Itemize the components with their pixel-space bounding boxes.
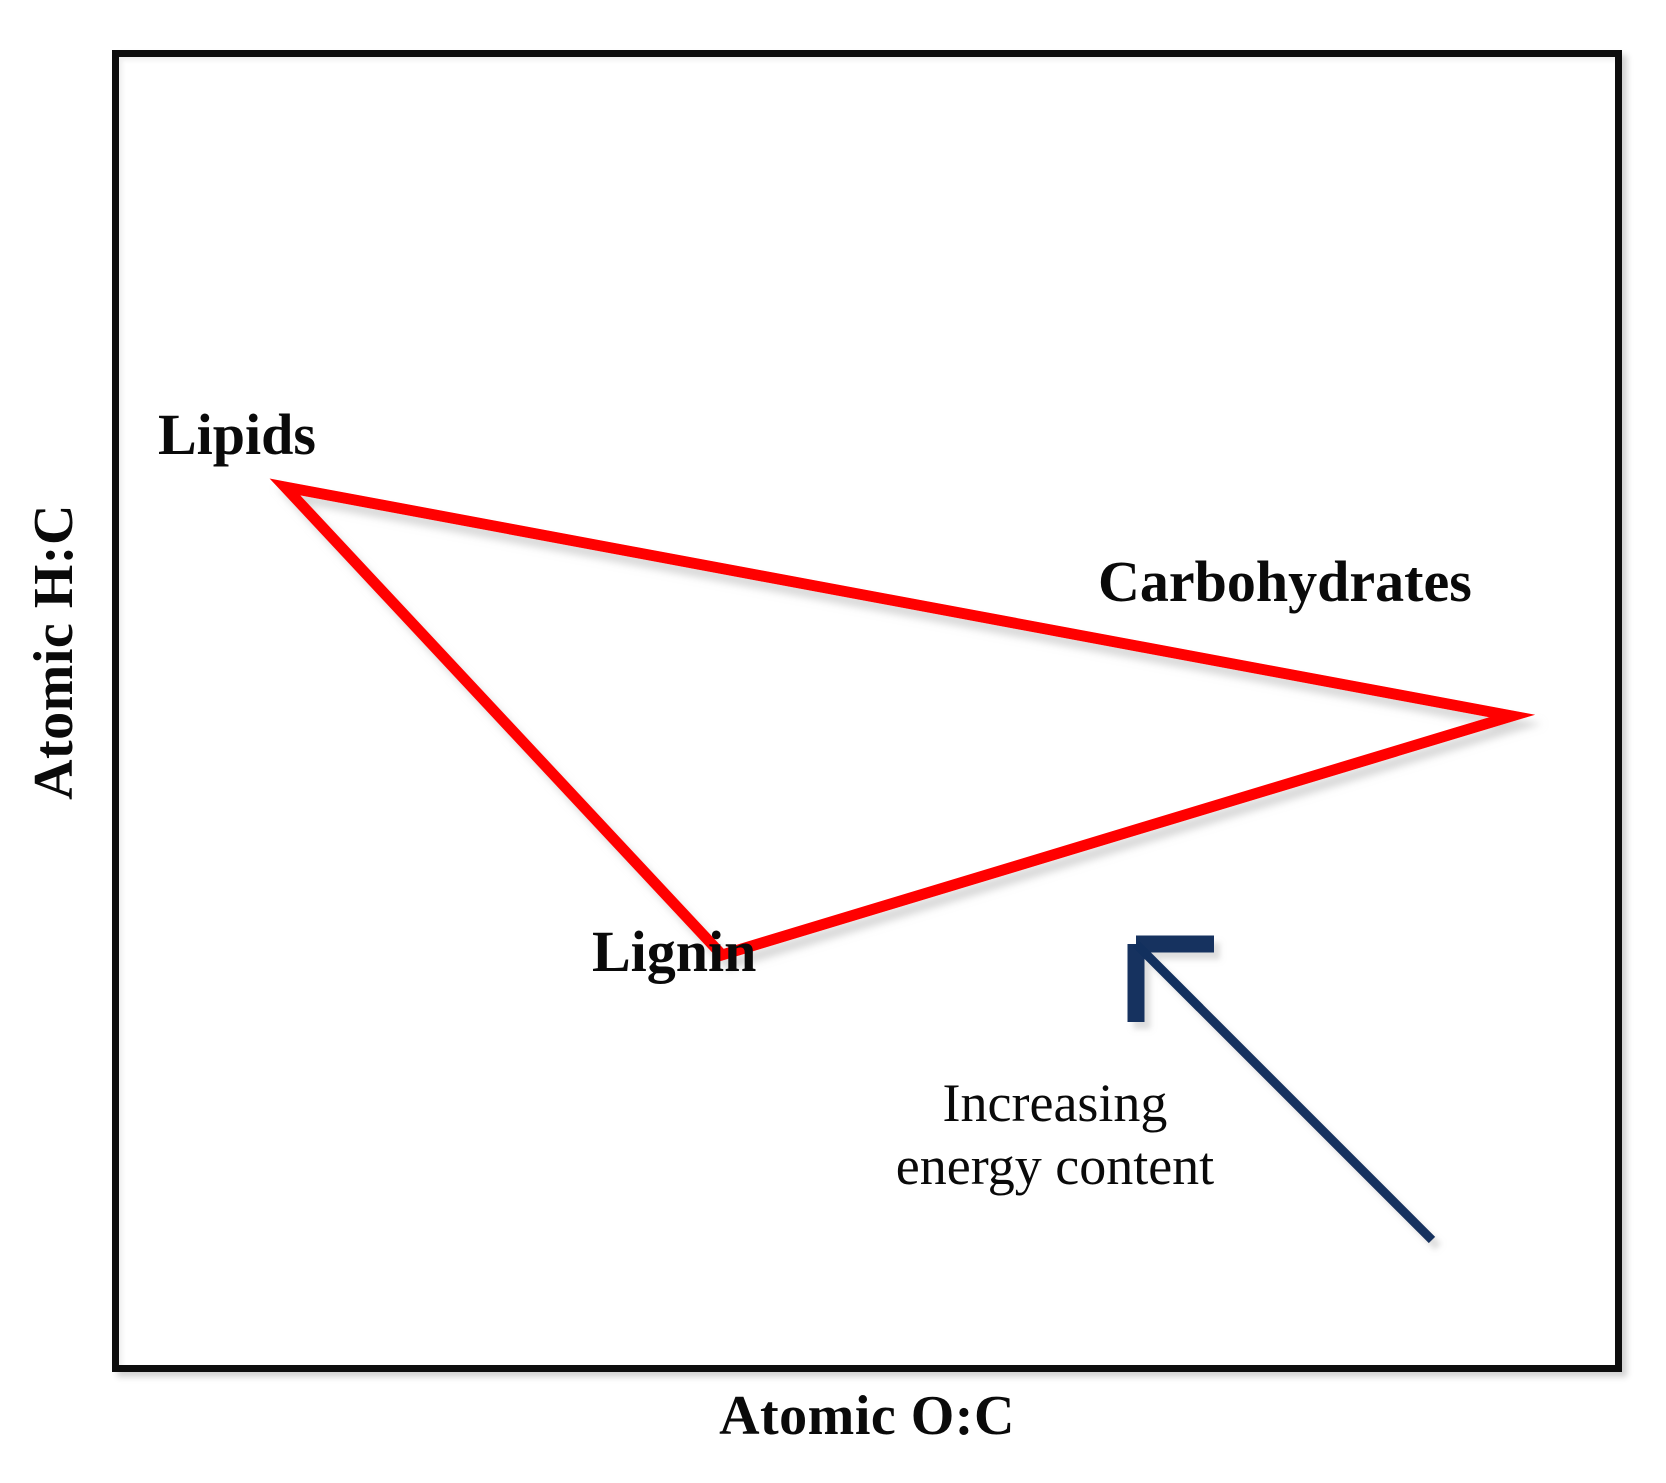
x-axis-title: Atomic O:C <box>719 1385 1015 1447</box>
carbohydrates-label: Carbohydrates <box>1098 549 1472 614</box>
energy-annotation-line2: energy content <box>895 1135 1215 1196</box>
lipids-label: Lipids <box>158 402 316 467</box>
lignin-label: Lignin <box>592 919 757 984</box>
energy-annotation-line1: Increasing <box>942 1073 1168 1133</box>
y-axis-title: Atomic H:C <box>23 504 85 800</box>
energy-annotation: Increasing energy content <box>820 1072 1290 1197</box>
